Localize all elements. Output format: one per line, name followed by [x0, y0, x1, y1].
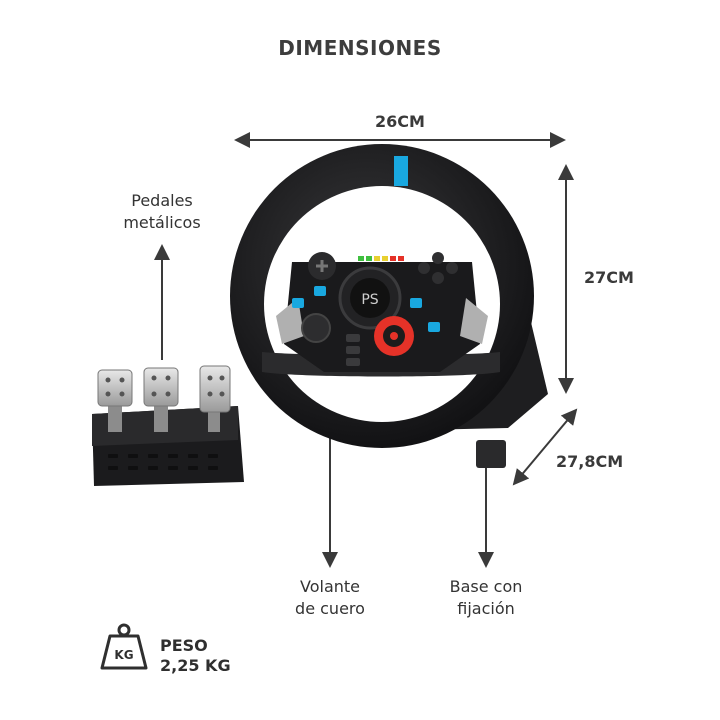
pedals-caption-line1: Pedales — [131, 191, 193, 210]
wheel-caption-line1: Volante — [300, 577, 360, 596]
svg-text:PS: PS — [361, 292, 378, 308]
base-caption: Base con fijación — [424, 576, 548, 620]
pedals-caption-line2: metálicos — [123, 213, 201, 232]
page-title: DIMENSIONES — [278, 36, 442, 60]
weight-kg-icon: KG — [100, 623, 148, 670]
weight-info: PESO 2,25 KG — [160, 636, 231, 676]
wheel-caption: Volante de cuero — [270, 576, 390, 620]
depth-dimension-label: 27,8CM — [556, 452, 624, 471]
weight-icon-label: KG — [114, 648, 133, 662]
base-caption-line1: Base con — [449, 577, 523, 596]
pedals-caption: Pedales metálicos — [100, 190, 224, 234]
height-dimension-label: 27CM — [584, 268, 634, 287]
weight-label: PESO — [160, 636, 208, 655]
wheel-caption-line2: de cuero — [295, 599, 365, 618]
base-caption-line2: fijación — [457, 599, 515, 618]
steering-wheel-image: PS — [230, 144, 548, 468]
weight-value: 2,25 KG — [160, 656, 231, 675]
width-dimension-label: 26CM — [375, 112, 425, 131]
pedal-set-image — [92, 365, 244, 486]
depth-arrow — [512, 408, 578, 486]
